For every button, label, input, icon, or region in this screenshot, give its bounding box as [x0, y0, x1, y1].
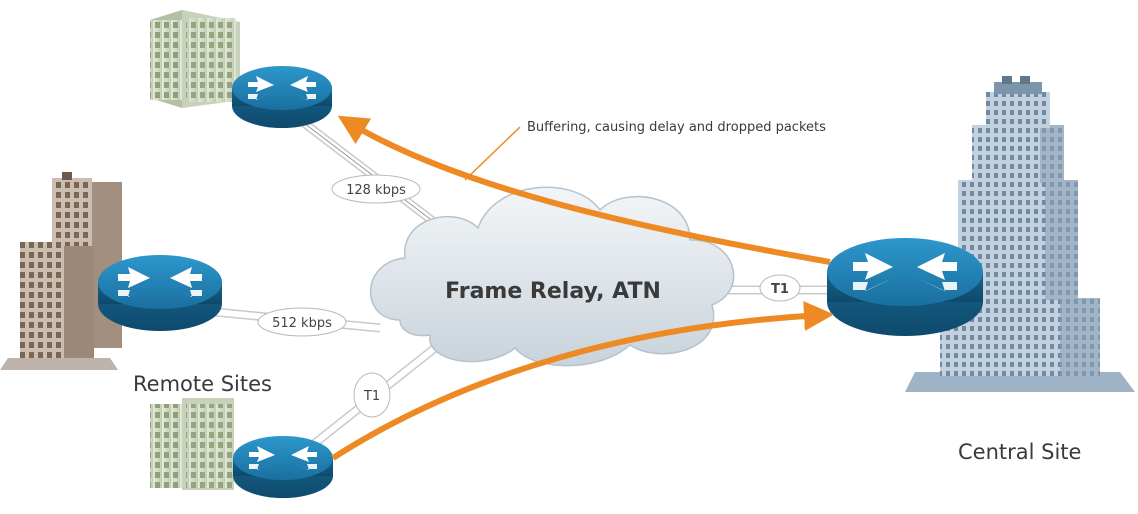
router-arrows-icon: [249, 446, 317, 470]
link-label-top: 128 kbps: [331, 174, 421, 204]
router-bottom: [233, 436, 333, 498]
central-site-label: Central Site: [958, 440, 1081, 464]
buffering-annotation: Buffering, causing delay and dropped pac…: [464, 120, 826, 181]
link-label-middle-text: 512 kbps: [272, 316, 332, 331]
annotation-text: Buffering, causing delay and dropped pac…: [527, 120, 826, 135]
router-arrows-icon: [118, 267, 202, 297]
link-label-bottom: T1: [353, 372, 391, 418]
router-arrows-icon: [853, 253, 957, 291]
flow-arrow-central-to-top: [337, 115, 831, 265]
router-central: [827, 238, 983, 336]
link-label-bottom-text: T1: [363, 389, 380, 404]
router-arrows-icon: [248, 76, 316, 100]
flow-arrow-bottom-to-central: [331, 301, 834, 461]
central-building: [905, 76, 1135, 392]
remote-sites-label: Remote Sites: [133, 372, 272, 396]
router-middle: [98, 255, 222, 331]
cloud-label: Frame Relay, ATN: [445, 279, 661, 304]
frame-relay-cloud: Frame Relay, ATN: [369, 186, 735, 367]
link-label-middle: 512 kbps: [257, 307, 347, 337]
traffic-flow-arrows: [331, 115, 834, 461]
remote-building-middle: [0, 172, 122, 370]
remote-building-bottom: [150, 398, 234, 490]
link-label-central: T1: [759, 274, 801, 302]
remote-building-top: [150, 10, 240, 108]
link-label-central-text: T1: [771, 282, 789, 297]
link-label-top-text: 128 kbps: [346, 183, 406, 198]
router-top: [232, 66, 332, 128]
